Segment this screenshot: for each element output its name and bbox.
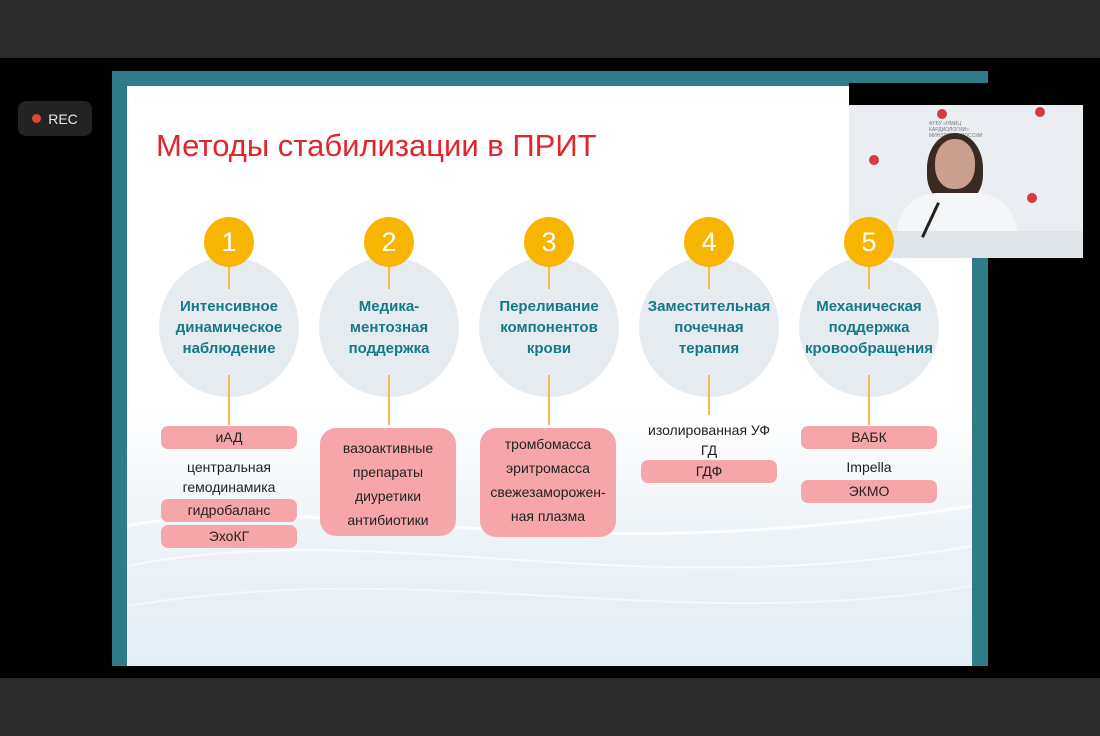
- connector-line: [868, 267, 870, 289]
- method-column-4: Заместительная почечная терапия 4 изолир…: [637, 217, 781, 657]
- step-number-badge: 3: [524, 217, 574, 267]
- item-pill: ЭКМО: [801, 480, 937, 503]
- backdrop-logo-icon: [1035, 107, 1045, 117]
- item-text: ГД: [700, 442, 718, 458]
- webcam-overlay: ФГБУ «НМИЦ КАРДИОЛОГИИ» МИНЗДРАВА РОССИИ: [849, 83, 1100, 258]
- connector-line: [228, 375, 230, 425]
- method-heading: Интенсивное динамическое наблюдение: [175, 297, 283, 357]
- method-heading: Переливание компонентов крови: [499, 297, 599, 357]
- webcam-video: ФГБУ «НМИЦ КАРДИОЛОГИИ» МИНЗДРАВА РОССИИ: [849, 105, 1083, 258]
- presenter-face: [935, 139, 975, 189]
- item-pill: ВАБК: [801, 426, 937, 449]
- item-text: свежезаморожен-: [490, 484, 606, 500]
- recording-indicator: REC: [18, 101, 92, 136]
- method-circle: Заместительная почечная терапия: [639, 257, 779, 397]
- item-pill: иАД: [161, 426, 297, 449]
- backdrop-logo-icon: [869, 155, 879, 165]
- backdrop-logo-icon: [937, 109, 947, 119]
- record-dot-icon: [32, 114, 42, 123]
- top-bar: [0, 0, 1100, 58]
- connector-line: [868, 375, 870, 425]
- item-text: центральная: [187, 459, 271, 475]
- step-number-badge: 1: [204, 217, 254, 267]
- item-box: вазоактивные препараты диуретики антибио…: [320, 428, 456, 536]
- connector-line: [548, 267, 550, 289]
- slide-title: Методы стабилизации в ПРИТ: [156, 128, 597, 163]
- step-number-badge: 4: [684, 217, 734, 267]
- backdrop-logo-icon: [1027, 193, 1037, 203]
- connector-line: [708, 375, 710, 415]
- connector-line: [548, 375, 550, 425]
- item-text: диуретики: [354, 488, 422, 504]
- method-heading: Механическая поддержка кровообращения: [805, 297, 933, 357]
- connector-line: [708, 267, 710, 289]
- method-column-5: Механическая поддержка кровообращения 5 …: [797, 217, 941, 657]
- method-heading: Медика- ментозная поддержка: [348, 297, 430, 357]
- item-text: гемодинамика: [182, 479, 276, 495]
- method-column-3: Переливание компонентов крови 3 тромбома…: [477, 217, 621, 657]
- method-column-2: Медика- ментозная поддержка 2 вазоактивн…: [317, 217, 461, 657]
- item-text: антибиотики: [347, 512, 429, 528]
- item-box: тромбомасса эритромасса свежезаморожен- …: [480, 428, 616, 537]
- item-text: тромбомасса: [504, 436, 592, 452]
- presentation-slide: Методы стабилизации в ПРИТ Интенсивное д…: [127, 86, 972, 666]
- method-column-1: Интенсивное динамическое наблюдение 1 иА…: [157, 217, 301, 657]
- bottom-bar: [0, 678, 1100, 736]
- connector-line: [388, 375, 390, 425]
- connector-line: [388, 267, 390, 289]
- item-text: ная плазма: [510, 508, 586, 524]
- method-heading: Заместительная почечная терапия: [647, 297, 771, 357]
- item-pill: гидробаланс: [161, 499, 297, 522]
- item-text: изолированная УФ: [648, 422, 770, 438]
- recording-label: REC: [48, 110, 78, 127]
- item-text: эритромасса: [506, 460, 590, 476]
- item-pill: ГДФ: [641, 460, 777, 483]
- step-number-badge: 5: [844, 217, 894, 267]
- connector-line: [228, 267, 230, 289]
- item-text: препараты: [352, 464, 424, 480]
- item-text: вазоактивные: [342, 440, 434, 456]
- item-text: Impella: [846, 459, 892, 475]
- item-pill: ЭхоКГ: [161, 525, 297, 548]
- step-number-badge: 2: [364, 217, 414, 267]
